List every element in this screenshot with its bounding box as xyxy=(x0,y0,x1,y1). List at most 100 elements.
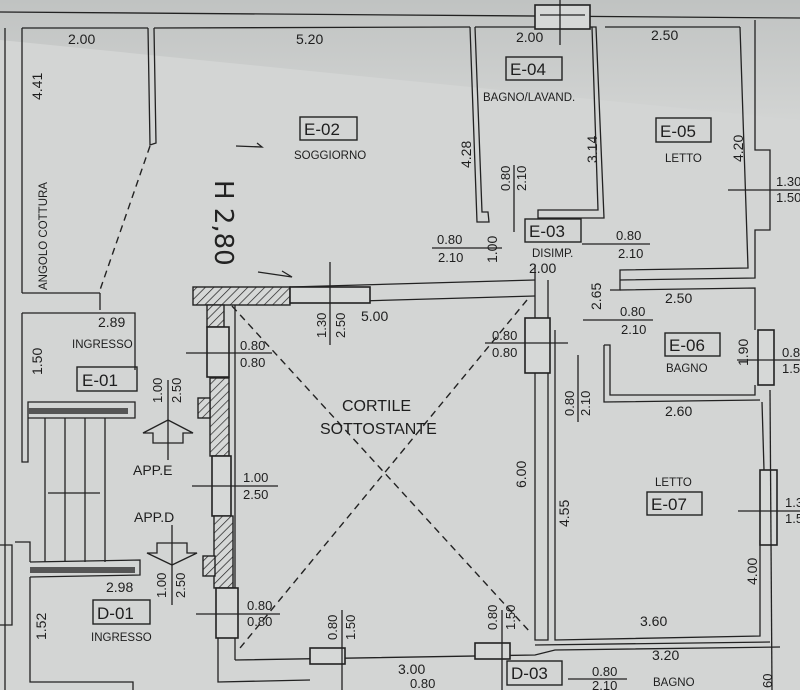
dimension-label: 0.80 xyxy=(492,345,517,360)
dimension-label: 0.80 xyxy=(592,664,617,679)
room-name: BAGNO/LAVAND. xyxy=(483,92,575,104)
dimension-label: 2.10 xyxy=(618,246,643,261)
dim: 3.14 xyxy=(584,136,600,163)
room-d03: D-03 BAGNO xyxy=(506,660,695,689)
dim: 5.20 xyxy=(296,31,323,47)
room-e07: E-07 LETTO xyxy=(646,477,703,516)
dimension-label: 0.80 xyxy=(485,605,500,630)
room-name: LETTO xyxy=(655,477,692,489)
dim: 4.41 xyxy=(29,73,45,100)
opening-label: 0.80 1.50 xyxy=(485,605,518,690)
room-e04: E-04 BAGNO/LAVAND. xyxy=(483,56,575,104)
dimension-label: 2.50 xyxy=(243,487,268,502)
room-name: BAGNO xyxy=(666,363,708,375)
opening-label: 0.80 0.80 xyxy=(485,328,568,360)
dimension-label: 1.50 xyxy=(776,190,800,205)
dim: 4.00 xyxy=(744,558,760,585)
opening-label: 1.00 2.50 xyxy=(150,378,184,403)
dimension-label: 0.80 xyxy=(492,328,517,343)
opening-label: 0.80 xyxy=(410,676,435,690)
dim: 4.28 xyxy=(458,141,474,168)
opening-label: 0.80 1.50 xyxy=(325,610,358,690)
dimension-label: 2.10 xyxy=(621,322,646,337)
dimension-label: 1.50 xyxy=(785,511,800,526)
stair-arrow-down-icon xyxy=(146,525,198,605)
openings: 0.80 2.10 0.80 2.10 0.80 2.10 0.80 2.10 … xyxy=(150,165,800,690)
handwritten-height-note: H 2,80 xyxy=(208,142,293,278)
shadow xyxy=(0,0,800,120)
room-name: DISIMP. xyxy=(532,248,573,260)
room-code: E-07 xyxy=(651,495,687,514)
opening-label: 0.80 1.50 xyxy=(737,345,800,376)
opening-label: 0.80 2.10 xyxy=(432,232,502,265)
dimension-label: 2.50 xyxy=(173,573,188,598)
opening-label: 1.30 1.50 xyxy=(728,174,800,205)
room-e02: E-02 SOGGIORNO xyxy=(294,116,366,162)
dimension-label: 2.10 xyxy=(592,678,617,690)
room-code: E-02 xyxy=(304,120,340,139)
opening-label: 1.30 1.50 xyxy=(738,495,800,526)
dim: 3.20 xyxy=(652,647,679,663)
opening-label: 0.80 0.80 xyxy=(196,598,280,629)
opening-label: 0.80 2.10 xyxy=(568,664,627,690)
dim: 2.00 xyxy=(516,29,543,45)
dimension-label: 0.80 xyxy=(620,304,645,319)
opening-label: 1.00 2.50 xyxy=(192,470,278,502)
stair-down-label: APP.D xyxy=(134,509,174,525)
dim: 2.60 xyxy=(665,403,692,419)
dimension-label: 0.80 xyxy=(437,232,462,247)
dim: 1.50 xyxy=(29,348,45,375)
room-code: E-01 xyxy=(82,371,118,390)
dim: 60 xyxy=(760,674,775,688)
dim: 2.50 xyxy=(665,290,692,306)
dim: 5.00 xyxy=(361,308,388,324)
dim: 2.00 xyxy=(529,260,556,276)
dimension-label: 0.80 xyxy=(240,338,265,353)
dimension-label: 2.10 xyxy=(438,250,463,265)
courtyard-label-2: SOTTOSTANTE xyxy=(320,421,437,438)
dimension-label: 2.10 xyxy=(514,166,529,191)
room-code: E-04 xyxy=(510,60,546,79)
opening-label: 0.80 2.10 xyxy=(583,304,653,337)
room-name: LETTO xyxy=(665,153,702,165)
courtyard-label-1: CORTILE xyxy=(342,398,411,415)
dimension-label: 2.50 xyxy=(333,313,348,338)
opening-label: 1.30 2.50 xyxy=(314,262,348,345)
room-code: D-01 xyxy=(97,604,134,623)
dim: 4.55 xyxy=(556,500,572,527)
dim: 2.00 xyxy=(68,31,95,47)
dimension-label: 2.10 xyxy=(578,391,593,416)
room-name: INGRESSO xyxy=(72,339,133,351)
dim: 6.00 xyxy=(513,461,529,488)
dimension-label: 1.00 xyxy=(154,573,169,598)
dim: 1.00 xyxy=(484,236,500,263)
dim: 3.00 xyxy=(398,661,425,677)
dimension-label: 2.50 xyxy=(169,378,184,403)
opening-label: 0.80 2.10 xyxy=(498,165,529,232)
room-e01: E-01 INGRESSO xyxy=(72,339,138,392)
dim: 1.90 xyxy=(735,339,751,366)
stair-up-label: APP.E xyxy=(133,462,172,478)
room-e06: E-06 BAGNO xyxy=(664,332,721,375)
dimension-label: 1.50 xyxy=(782,361,800,376)
dimension-label: 0.80 xyxy=(325,615,340,640)
stair-arrow-up-icon xyxy=(142,380,194,460)
dimension-label: 1.30 xyxy=(314,313,329,338)
room-kitchen-name: ANGOLO COTTURA xyxy=(38,182,50,290)
dimensions: 2.00 4.41 5.20 4.28 2.00 3.14 2.50 4.20 … xyxy=(29,27,775,688)
dim: 2.89 xyxy=(98,314,125,330)
opening-label: 0.80 2.10 xyxy=(582,228,650,261)
dimension-label: 0.80 xyxy=(498,166,513,191)
dim: 2.50 xyxy=(651,27,678,43)
dim: 1.52 xyxy=(33,613,49,640)
dim: 3.60 xyxy=(640,613,667,629)
dimension-label: 1.50 xyxy=(343,615,358,640)
opening-label: 1.00 2.50 xyxy=(154,573,188,598)
dimension-label: 0.80 xyxy=(782,345,800,360)
dimension-label: 0.80 xyxy=(562,391,577,416)
dimension-label: 0.80 xyxy=(247,614,272,629)
room-code: E-06 xyxy=(669,336,705,355)
room-code: E-03 xyxy=(529,222,565,241)
